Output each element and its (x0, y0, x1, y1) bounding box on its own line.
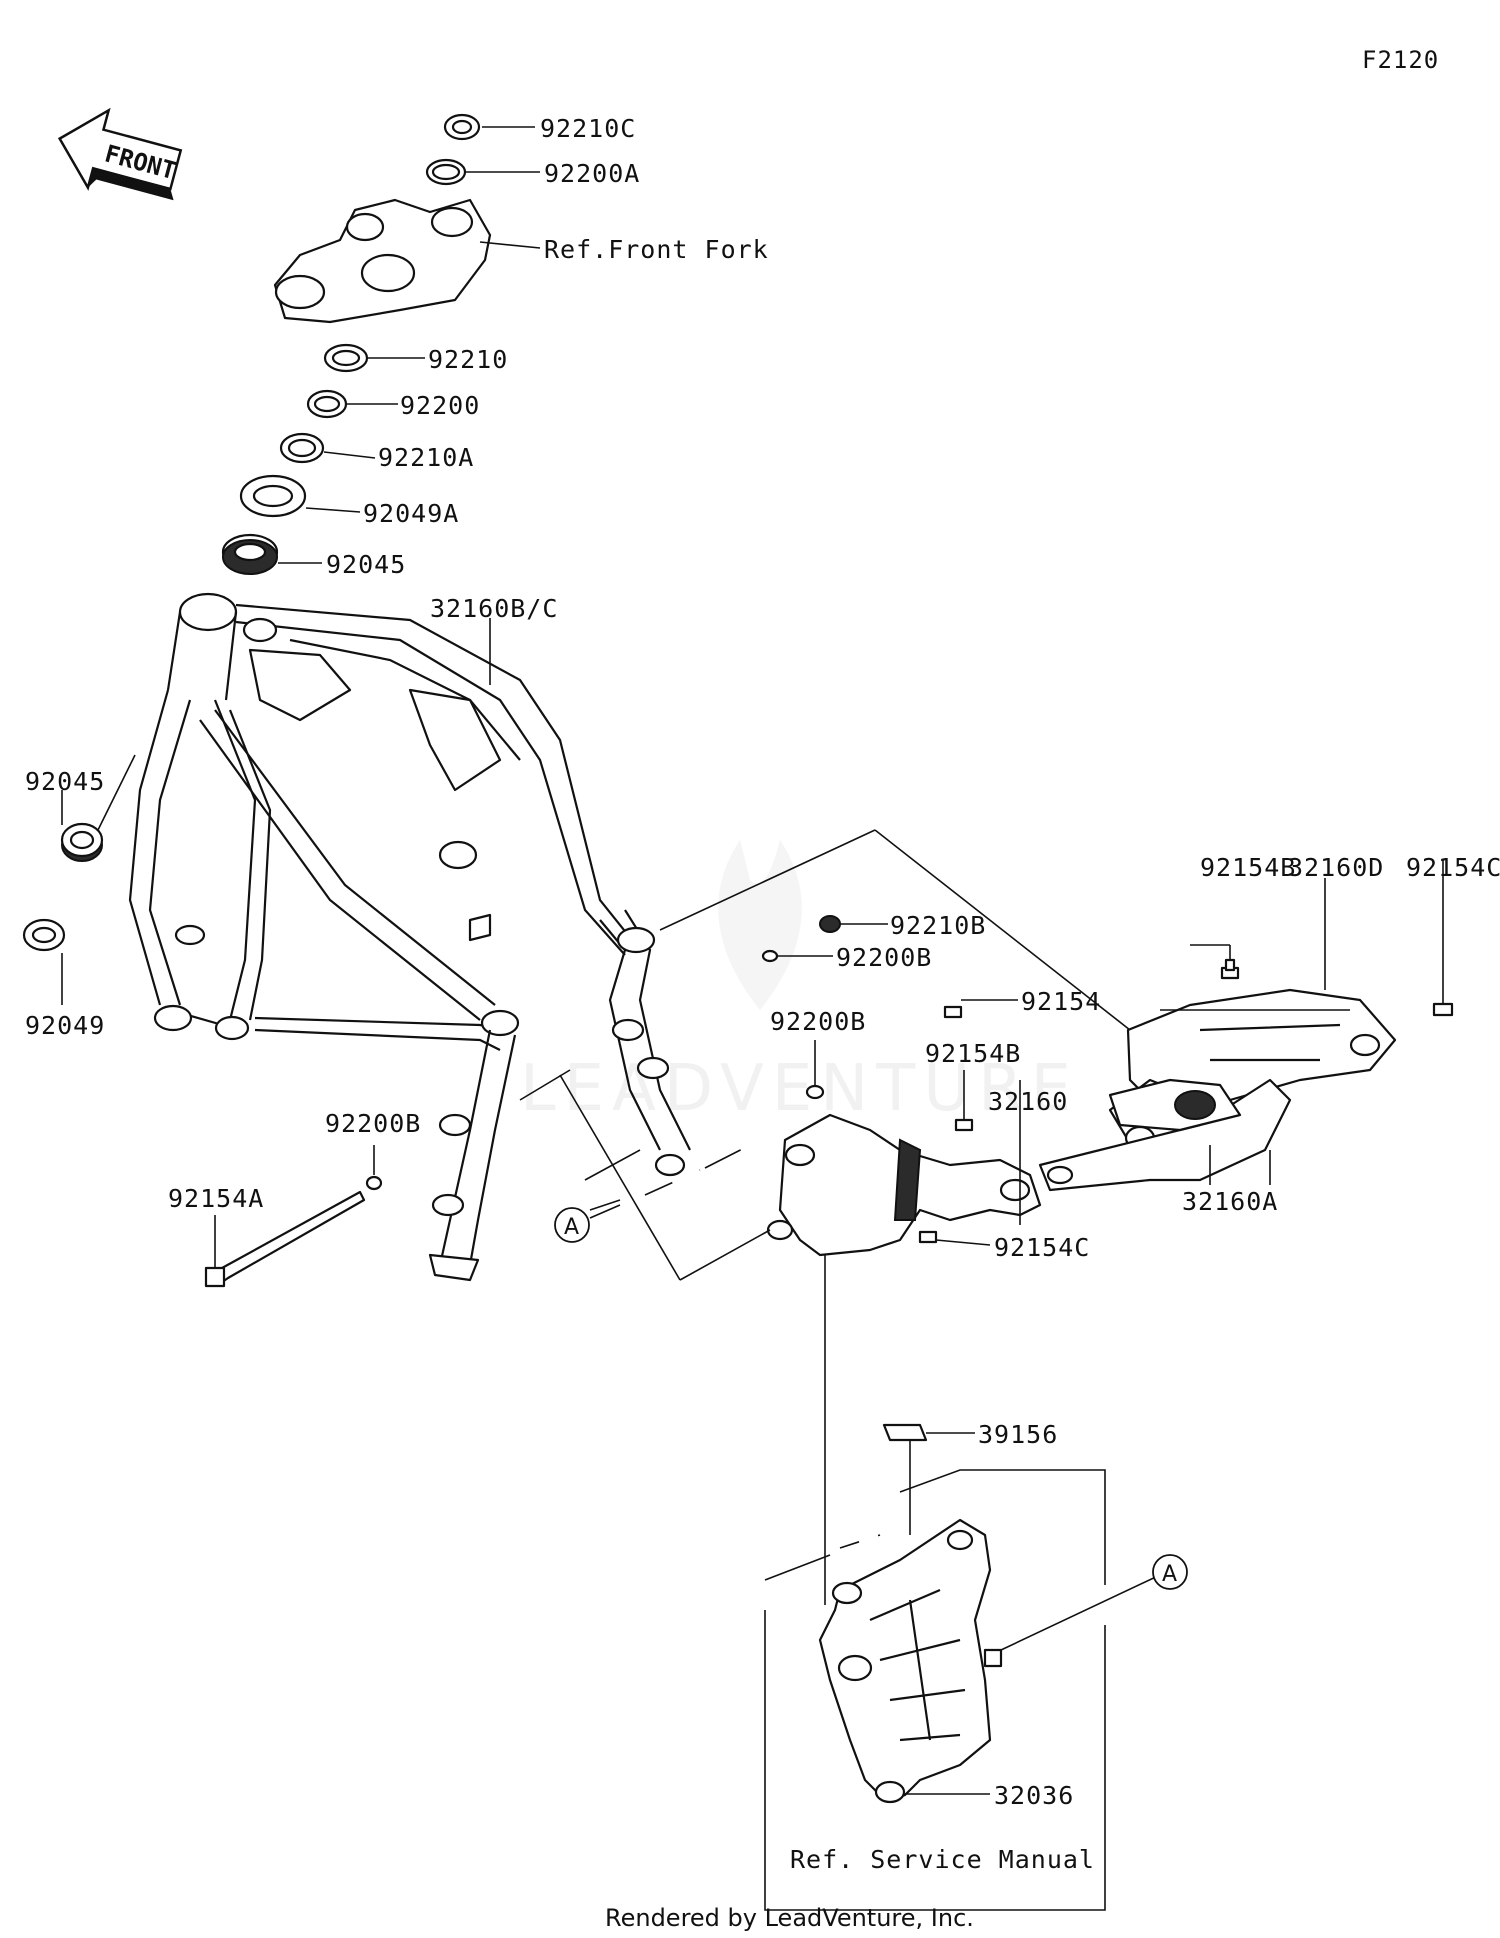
callout-a-right-text: A (1162, 1562, 1177, 1587)
bolt-92154C-bot (918, 1230, 991, 1246)
label-39156 (882, 1423, 928, 1442)
label-92154A: 92154A (168, 1184, 264, 1213)
service-manual-box: A Ref. Service Manual (764, 1423, 1188, 1911)
label-92045-top: 92045 (326, 550, 406, 579)
bolt-92154B-mid (954, 1070, 974, 1132)
label-32160A: 32160A (1182, 1187, 1278, 1216)
label-92200A: 92200A (544, 159, 640, 188)
bearing-92045-left (60, 754, 136, 862)
bolt-92154B-top (1220, 945, 1240, 980)
watermark-text: LEADVENTURE (520, 1052, 1079, 1126)
footer-credit: Rendered by LeadVenture, Inc. (605, 1904, 974, 1932)
label-92210A: 92210A (378, 443, 474, 472)
label-92154C-top: 92154C (1406, 853, 1500, 882)
washer-92200B-b (805, 1040, 825, 1100)
watermark: LEADVENTURE (520, 840, 1079, 1126)
main-frame-32160BC (128, 592, 691, 1282)
label-32160: 32160 (988, 1087, 1068, 1116)
svg-text:A: A (564, 1215, 579, 1240)
label-92200B-left: 92200B (325, 1109, 421, 1138)
nut-92210B (819, 915, 888, 933)
front-arrow-icon: FRONT (57, 107, 183, 201)
label-92045-left: 92045 (25, 767, 105, 796)
label-32160BC: 32160B/C (430, 594, 558, 623)
label-92049: 92049 (25, 1011, 105, 1040)
washer-92200B-left (365, 1145, 383, 1191)
steering-stack (221, 113, 541, 575)
label-92200B-a: 92200B (836, 943, 932, 972)
label-ref-front-fork: Ref.Front Fork (544, 235, 769, 264)
label-92154C-bot: 92154C (994, 1233, 1090, 1262)
ref-service-manual: Ref. Service Manual (790, 1845, 1095, 1874)
bracket-32160 (766, 1113, 1042, 1257)
label-92154B-mid: 92154B (925, 1039, 1021, 1068)
label-92200B-b: 92200B (770, 1007, 866, 1036)
label-92210B: 92210B (890, 911, 986, 940)
washer-92200B-a (761, 949, 833, 963)
upper-triple-clamp (273, 198, 492, 324)
label-32160D: 32160D (1288, 853, 1384, 882)
bolt-92154 (943, 999, 1018, 1019)
label-32036: 32036 (994, 1781, 1074, 1810)
bracket-32036 (818, 1518, 1003, 1804)
bolt-92154A (204, 1190, 366, 1288)
label-92200: 92200 (400, 391, 480, 420)
diagram-code: F2120 (1362, 46, 1439, 74)
seal-92049-left (22, 918, 66, 1005)
label-92154: 92154 (1021, 987, 1101, 1016)
label-39156: 39156 (978, 1420, 1058, 1449)
label-92049A: 92049A (363, 499, 459, 528)
label-92154B-top: 92154B (1200, 853, 1296, 882)
label-92210C: 92210C (540, 114, 636, 143)
label-92210: 92210 (428, 345, 508, 374)
bracket-32160A (1038, 1078, 1292, 1192)
callout-a-right (1152, 1554, 1188, 1590)
bolt-92154C-top (1432, 860, 1454, 1017)
part-labels: 92210C 92200A Ref.Front Fork 92210 92200… (25, 114, 1500, 1810)
callout-a-left: A (554, 1204, 621, 1243)
